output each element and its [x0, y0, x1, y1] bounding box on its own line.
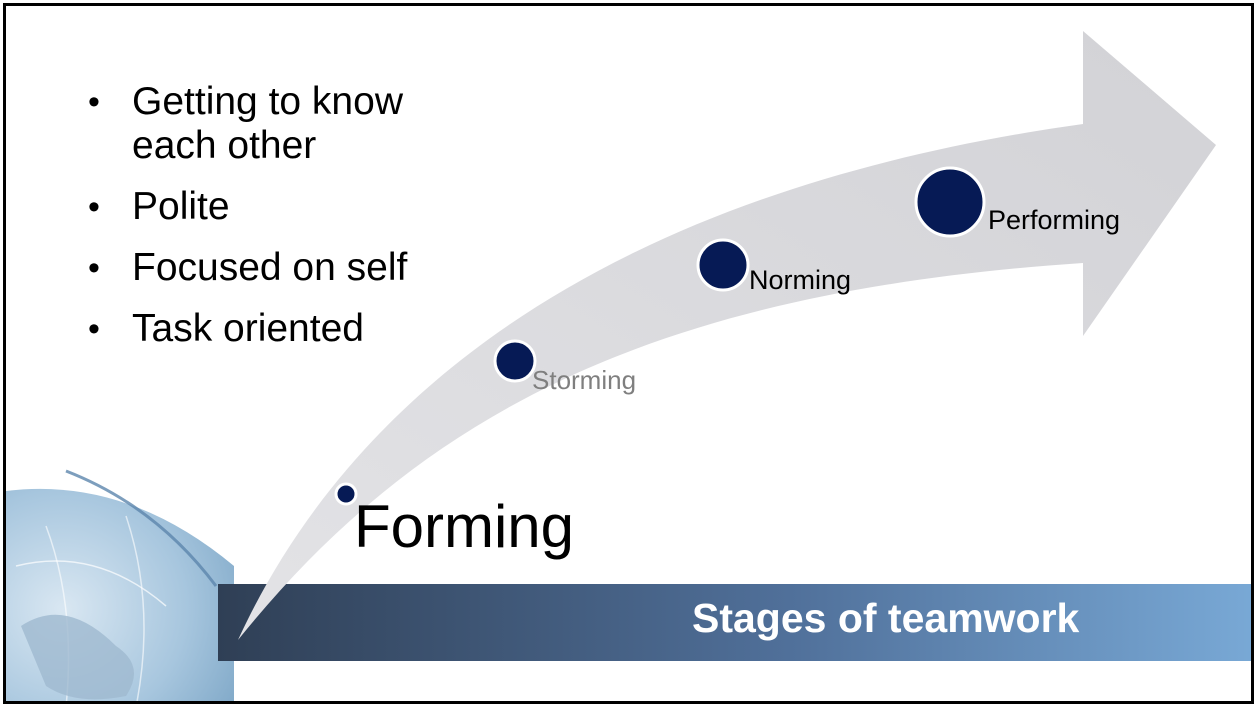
slide: • Getting to know each other • Polite • …	[3, 3, 1254, 704]
bullet-marker: •	[88, 249, 100, 287]
bullet-item: • Task oriented	[84, 307, 504, 351]
bullet-text: each other	[132, 124, 317, 167]
stage-label-norming: Norming	[749, 265, 852, 295]
bullet-marker: •	[88, 83, 100, 121]
bullet-item: • Focused on self	[84, 246, 504, 290]
bullet-item: • Getting to know each other	[84, 80, 504, 168]
bullet-text: Getting to know	[132, 80, 403, 123]
bullet-list: • Getting to know each other • Polite • …	[84, 80, 504, 368]
globe-graphic	[6, 469, 234, 701]
title-banner	[218, 584, 1251, 661]
stage-label-forming: Forming	[354, 493, 575, 560]
slide-title: Stages of teamwork	[692, 595, 1080, 641]
bullet-marker: •	[88, 188, 100, 226]
storming-marker	[493, 339, 537, 383]
forming-marker	[334, 482, 358, 506]
bullet-text: Polite	[132, 185, 230, 228]
slide-graphics	[6, 31, 1251, 701]
bullet-item: • Polite	[84, 185, 504, 229]
norming-marker	[696, 238, 750, 292]
stage-label-storming: Storming	[532, 365, 637, 395]
stage-label-performing: Performing	[988, 205, 1121, 235]
bullet-text: Task oriented	[132, 307, 364, 350]
bullet-text: Focused on self	[132, 246, 408, 289]
bullet-marker: •	[88, 310, 100, 348]
performing-marker	[914, 166, 986, 238]
